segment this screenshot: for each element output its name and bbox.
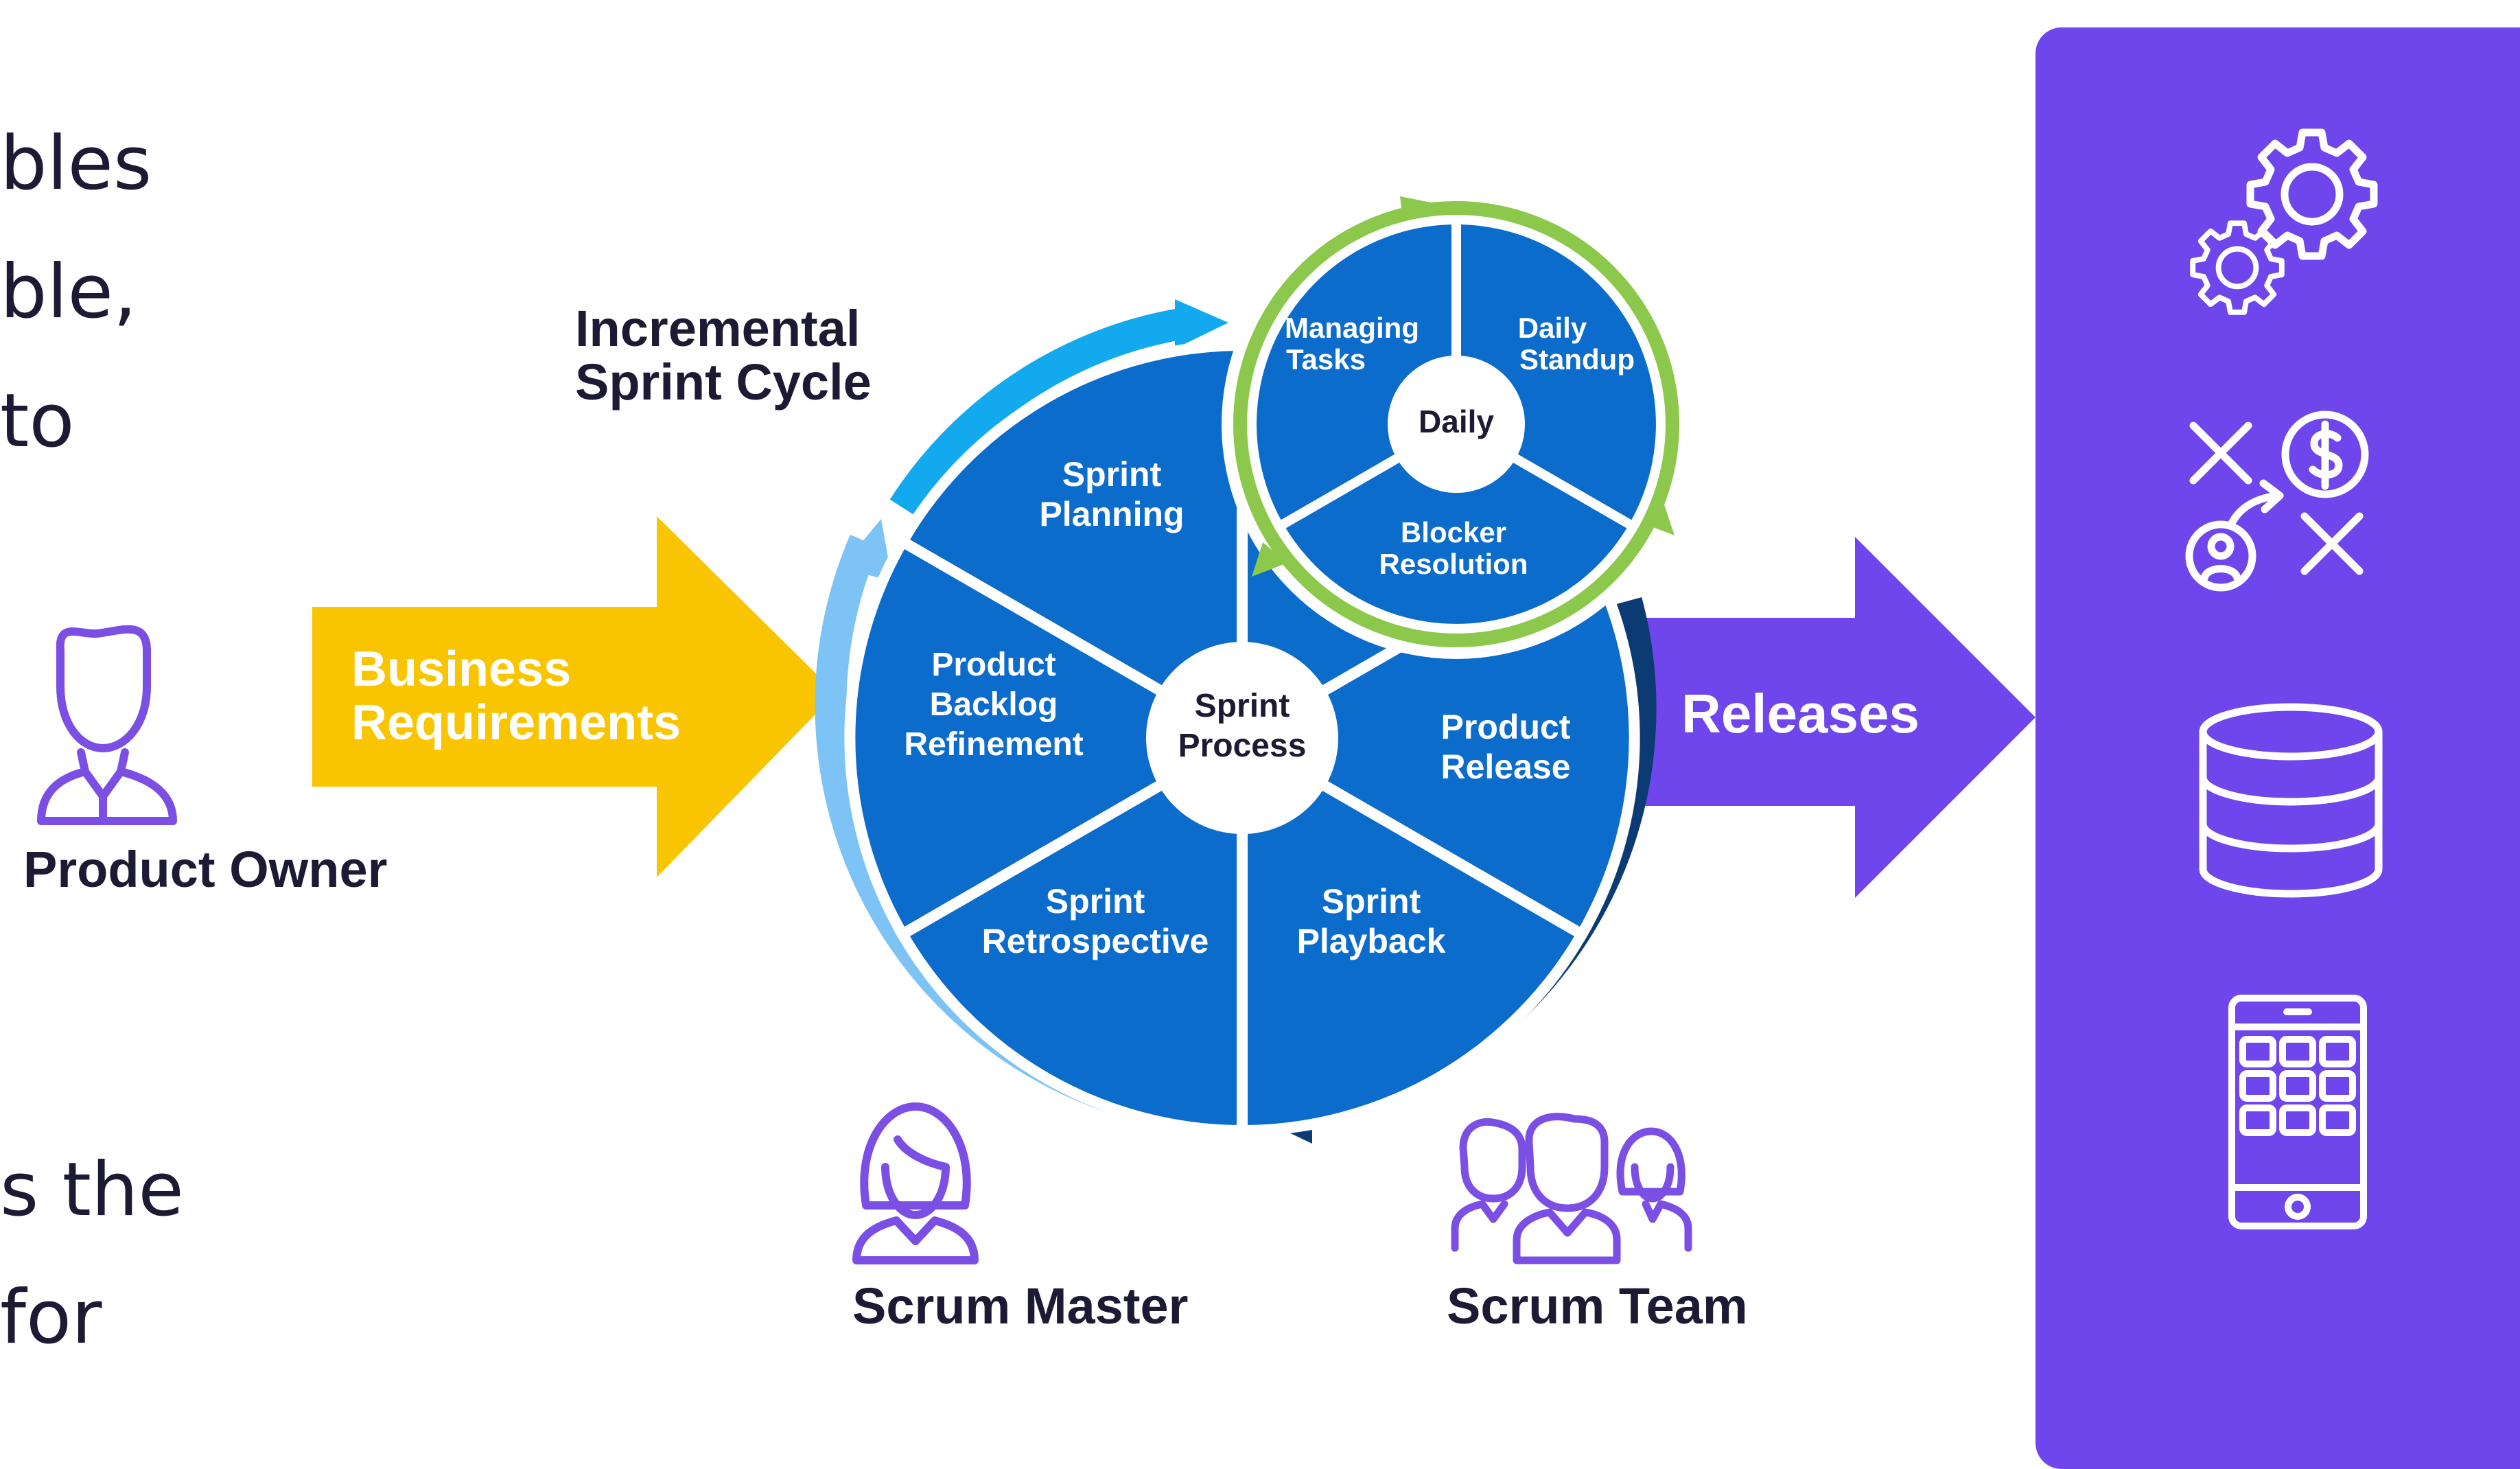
daily-ring-green xyxy=(1233,201,1679,647)
mobile-app-icon xyxy=(2228,995,2367,1229)
business-requirements-label-1: Business xyxy=(351,642,571,697)
label-standup-2: Standup xyxy=(1519,343,1635,375)
paragraph-line-4: s the xyxy=(0,1147,184,1233)
label-planning-2: Planning xyxy=(1039,495,1184,533)
label-blocker-2: Resolution xyxy=(1379,548,1528,580)
label-playback-2: Playback xyxy=(1297,922,1446,960)
label-backlog-2: Backlog xyxy=(930,686,1058,723)
scrum-team-icon xyxy=(1451,1113,1692,1264)
label-playback-1: Sprint xyxy=(1322,882,1421,921)
scrum-master-icon xyxy=(852,1102,979,1264)
releases-label: Releases xyxy=(1681,683,1920,744)
daily-arrowhead-right xyxy=(1639,494,1675,535)
segment-sprint-playback xyxy=(1237,728,1589,1137)
label-managing-2: Tasks xyxy=(1286,343,1366,375)
feature-panel xyxy=(2035,27,2520,1469)
scrum-master-label: Scrum Master xyxy=(852,1277,1189,1334)
label-release-1: Product xyxy=(1441,708,1571,746)
strategy-icon xyxy=(2185,410,2369,592)
label-planning-1: Sprint xyxy=(1062,455,1162,494)
label-release-2: Release xyxy=(1440,748,1570,786)
daily-arrowhead-left xyxy=(1252,542,1287,577)
segment-sprint-planning xyxy=(895,339,1248,748)
ring-arrowhead-left xyxy=(840,519,892,581)
center-label-1: Sprint xyxy=(1195,688,1290,724)
daily-center-label: Daily xyxy=(1419,404,1494,439)
daily-segment-blocker xyxy=(1272,418,1640,634)
paragraph-line-1: bles xyxy=(0,121,152,207)
product-owner-label: Product Owner xyxy=(23,841,388,898)
database-icon xyxy=(2199,703,2383,898)
scrum-team-label: Scrum Team xyxy=(1447,1277,1748,1334)
label-retro-1: Sprint xyxy=(1046,882,1145,921)
cycle-title-line-2: Sprint Cycle xyxy=(575,353,872,410)
paragraph-line-5: for xyxy=(0,1275,102,1361)
label-blocker-1: Blocker xyxy=(1401,516,1506,548)
gears-icon xyxy=(2190,128,2378,315)
center-label-2: Process xyxy=(1178,728,1307,764)
product-owner-icon xyxy=(37,625,177,825)
business-requirements-label-2: Requirements xyxy=(351,695,681,750)
paragraph-line-3: to xyxy=(0,378,75,464)
segment-product-backlog xyxy=(844,534,1253,942)
daily-center xyxy=(1388,356,1525,493)
sprint-cycle-diagram: Business Requirements Releases Daily Spr… xyxy=(37,196,2035,1264)
label-backlog-3: Refinement xyxy=(904,726,1083,763)
ring-arrowhead-top xyxy=(1175,299,1228,349)
paragraph-line-2: ble, xyxy=(0,249,137,335)
sprint-process-center xyxy=(1146,642,1338,834)
cycle-title: Incremental Sprint Cycle xyxy=(575,302,872,408)
cycle-title-line-1: Incremental xyxy=(575,300,861,357)
business-requirements-arrow xyxy=(312,516,836,877)
releases-arrow xyxy=(1624,537,2035,898)
label-backlog-1: Product xyxy=(931,647,1055,683)
segment-sprint-retrospective xyxy=(895,728,1248,1137)
label-retro-2: Retrospective xyxy=(982,922,1209,960)
ring-arc-mid xyxy=(889,307,1191,517)
label-managing-1: Managing xyxy=(1285,312,1419,344)
label-standup-1: Daily xyxy=(1518,312,1587,344)
